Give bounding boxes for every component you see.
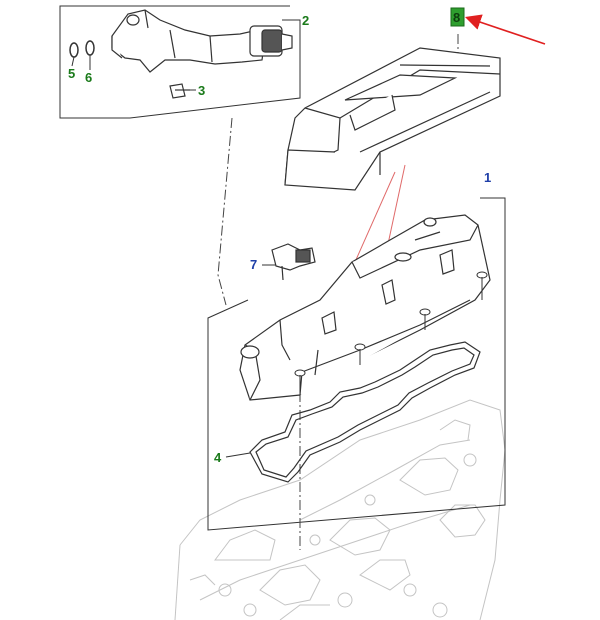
group-bracket-1 [207,197,506,531]
callout-7: 7 [250,257,257,272]
red-pointer-arrow [464,14,546,45]
callout-2: 2 [302,13,309,28]
intake-hose [111,9,293,73]
sensor-part-7 [271,243,316,281]
leader-lines [282,19,488,199]
o-rings [69,40,95,58]
callout-5: 5 [68,66,75,81]
callout-4: 4 [214,450,222,465]
callout-6: 6 [85,70,92,85]
group-bracket-2 [59,5,301,119]
callout-3: 3 [198,83,205,98]
callout-8: 8 [453,10,460,25]
leader-4 [225,452,251,458]
callout-1: 1 [484,170,491,185]
o-ring-leaders [71,55,91,70]
gasket [249,341,481,483]
valve-cover [239,214,491,401]
callout-8-highlight: 8 [450,7,465,27]
engine-cover [284,47,501,191]
valve-cover-bolts [294,271,488,400]
bolt-part-3 [169,83,190,99]
engine-block-outline [174,399,506,620]
